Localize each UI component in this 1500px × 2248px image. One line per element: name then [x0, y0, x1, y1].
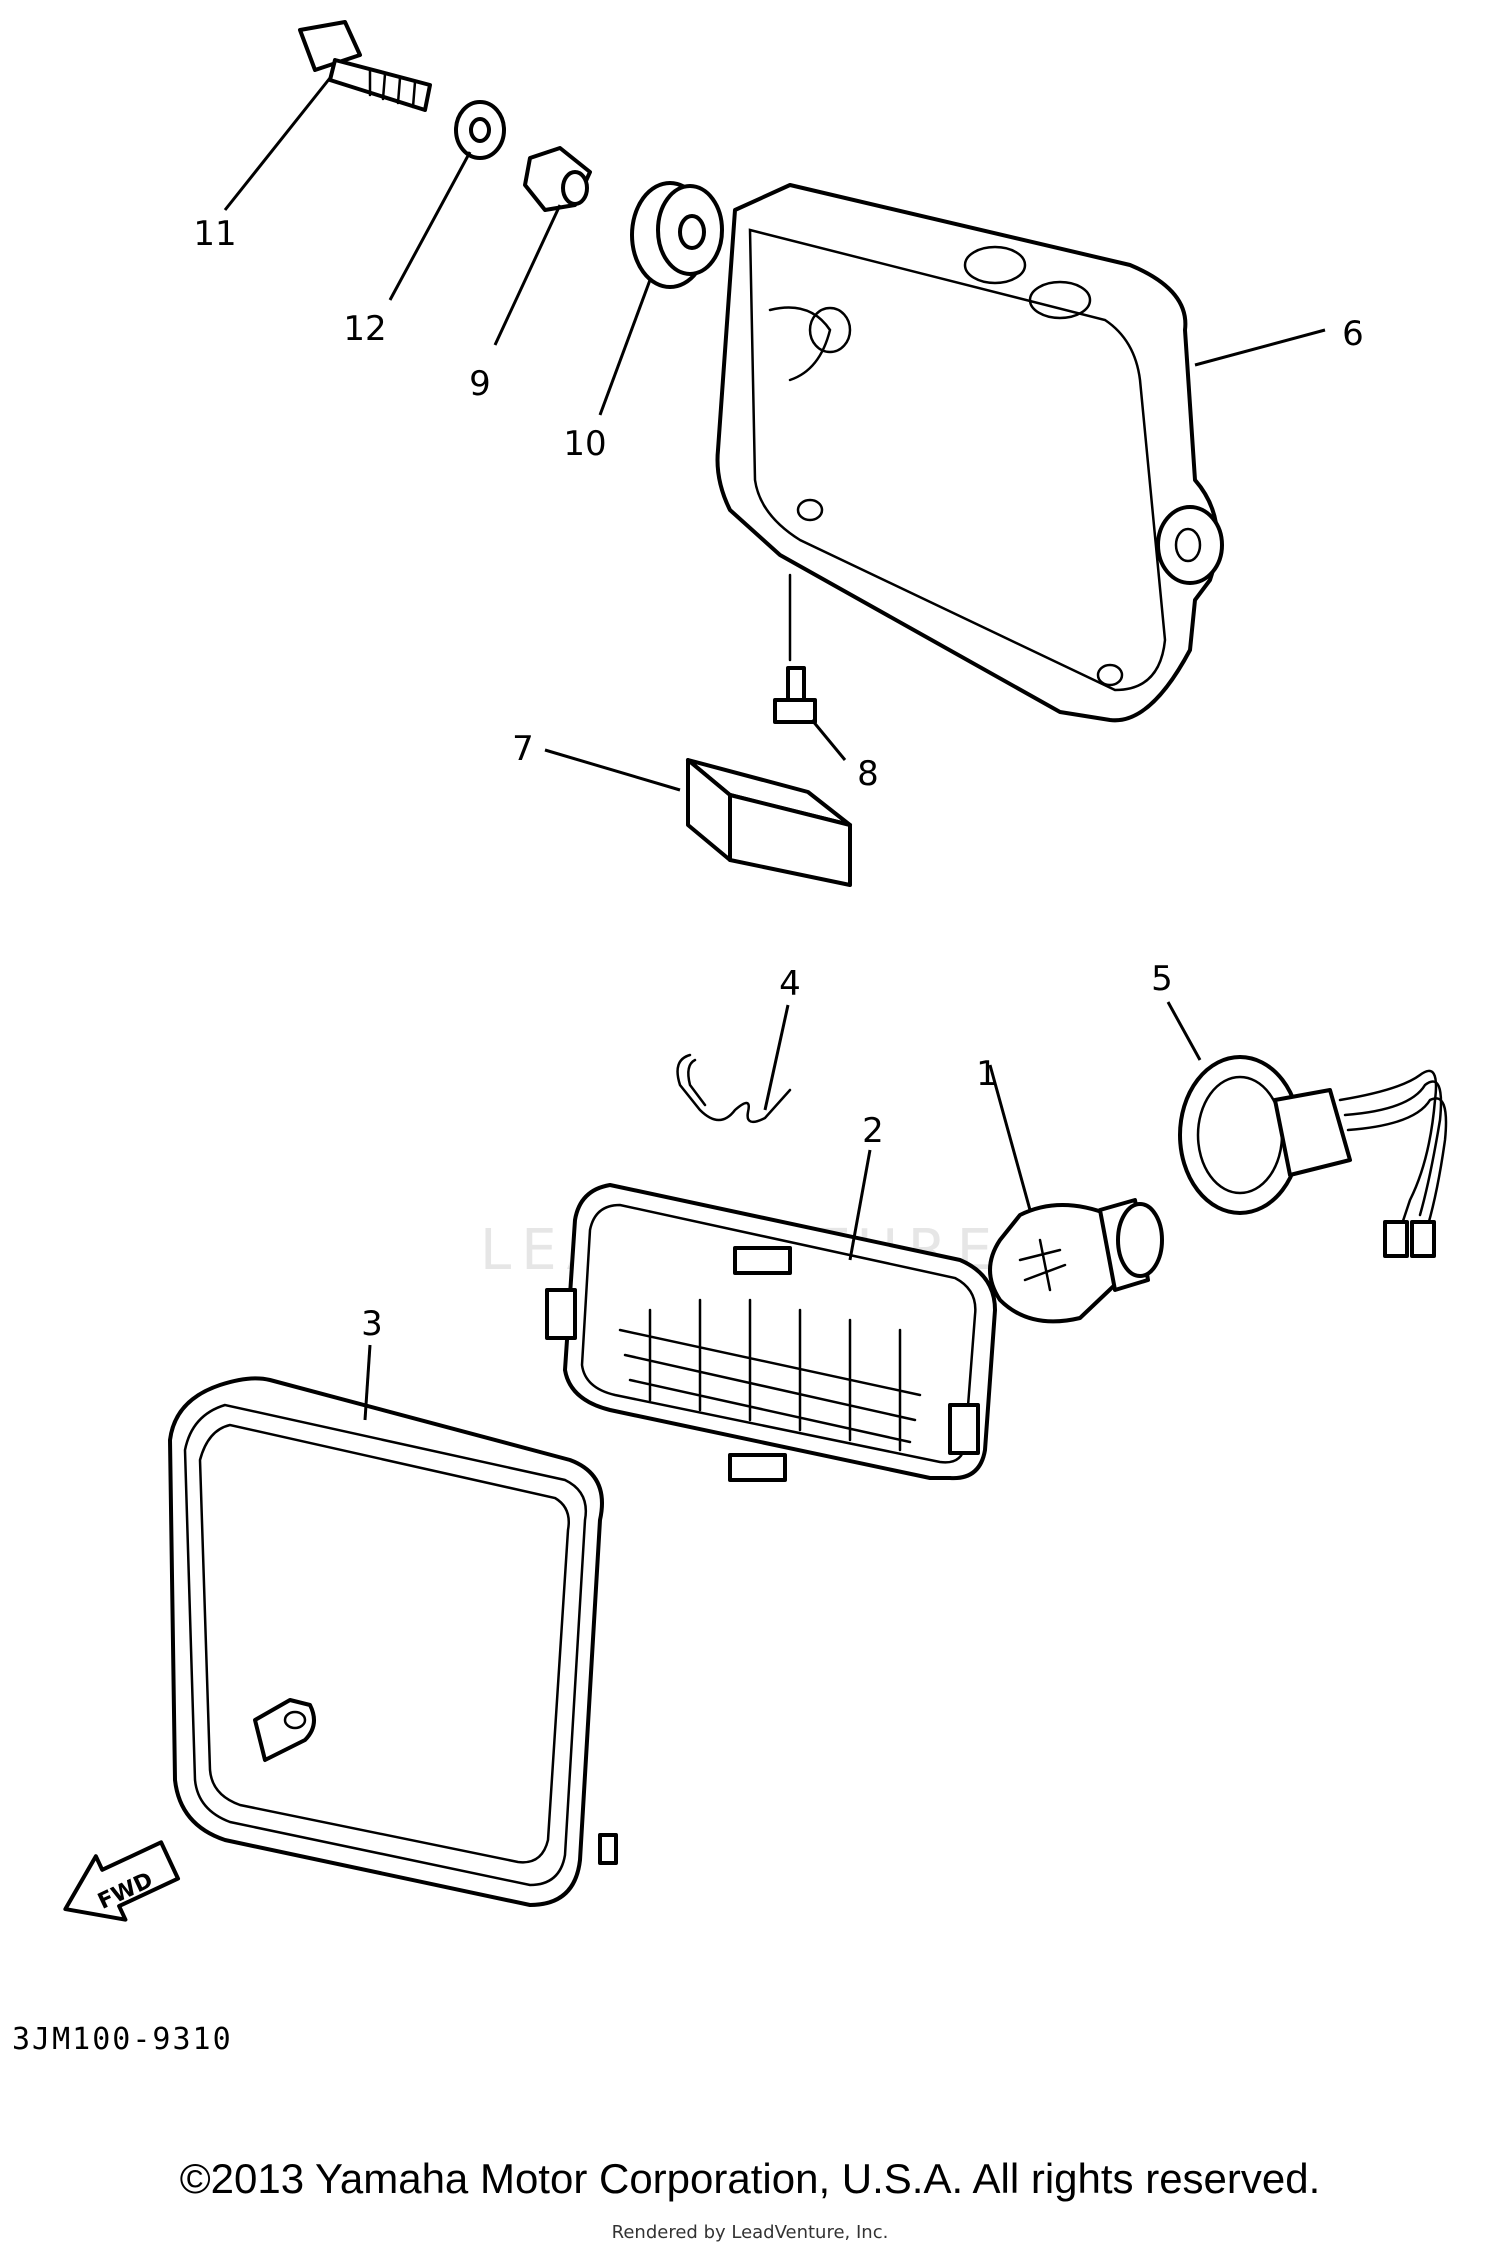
- callout-12: 12: [343, 309, 386, 349]
- rendered-by-credit: Rendered by LeadVenture, Inc.: [611, 2222, 889, 2243]
- copyright-notice: ©2013 Yamaha Motor Corporation, U.S.A. A…: [179, 2155, 1321, 2202]
- leader-12: [388, 151, 472, 301]
- part-9-collar: [523, 146, 592, 212]
- part-5-socket: [1178, 1055, 1448, 1258]
- part-12-washer: [454, 100, 506, 160]
- part-7-pad: [686, 758, 852, 887]
- callout-4: 4: [779, 964, 801, 1004]
- fwd-arrow-icon: FWD: [63, 1840, 181, 1922]
- callout-2: 2: [862, 1111, 884, 1151]
- part-1-bulb: [988, 1198, 1164, 1324]
- callout-10: 10: [563, 424, 606, 464]
- leader-4: [763, 1004, 790, 1111]
- leader-5: [1166, 1001, 1202, 1061]
- leader-10: [598, 279, 652, 416]
- callout-1: 1: [976, 1054, 998, 1094]
- callout-6: 6: [1342, 314, 1364, 354]
- leader-11: [223, 77, 332, 211]
- callout-5: 5: [1151, 959, 1173, 999]
- callout-11: 11: [193, 214, 236, 254]
- leader-1: [988, 1064, 1032, 1211]
- part-3-rim: [168, 1376, 618, 1907]
- callout-3: 3: [361, 1304, 383, 1344]
- leader-7: [544, 748, 681, 792]
- part-code: 3JM100-9310: [12, 2022, 233, 2057]
- leader-6: [1194, 328, 1326, 367]
- leader-3: [363, 1344, 372, 1421]
- part-11-bolt: [298, 20, 432, 112]
- part-6-housing: [715, 183, 1224, 723]
- part-4-clip: [676, 1053, 792, 1124]
- callout-9: 9: [469, 364, 491, 404]
- leader-8: [810, 719, 847, 761]
- part-2-lens: [545, 1183, 997, 1482]
- callout-7: 7: [512, 729, 534, 769]
- part-8-screw: [773, 573, 817, 724]
- leader-9: [493, 204, 562, 346]
- leader-2: [848, 1149, 872, 1261]
- callout-8: 8: [857, 754, 879, 794]
- part-10-grommet: [630, 181, 724, 289]
